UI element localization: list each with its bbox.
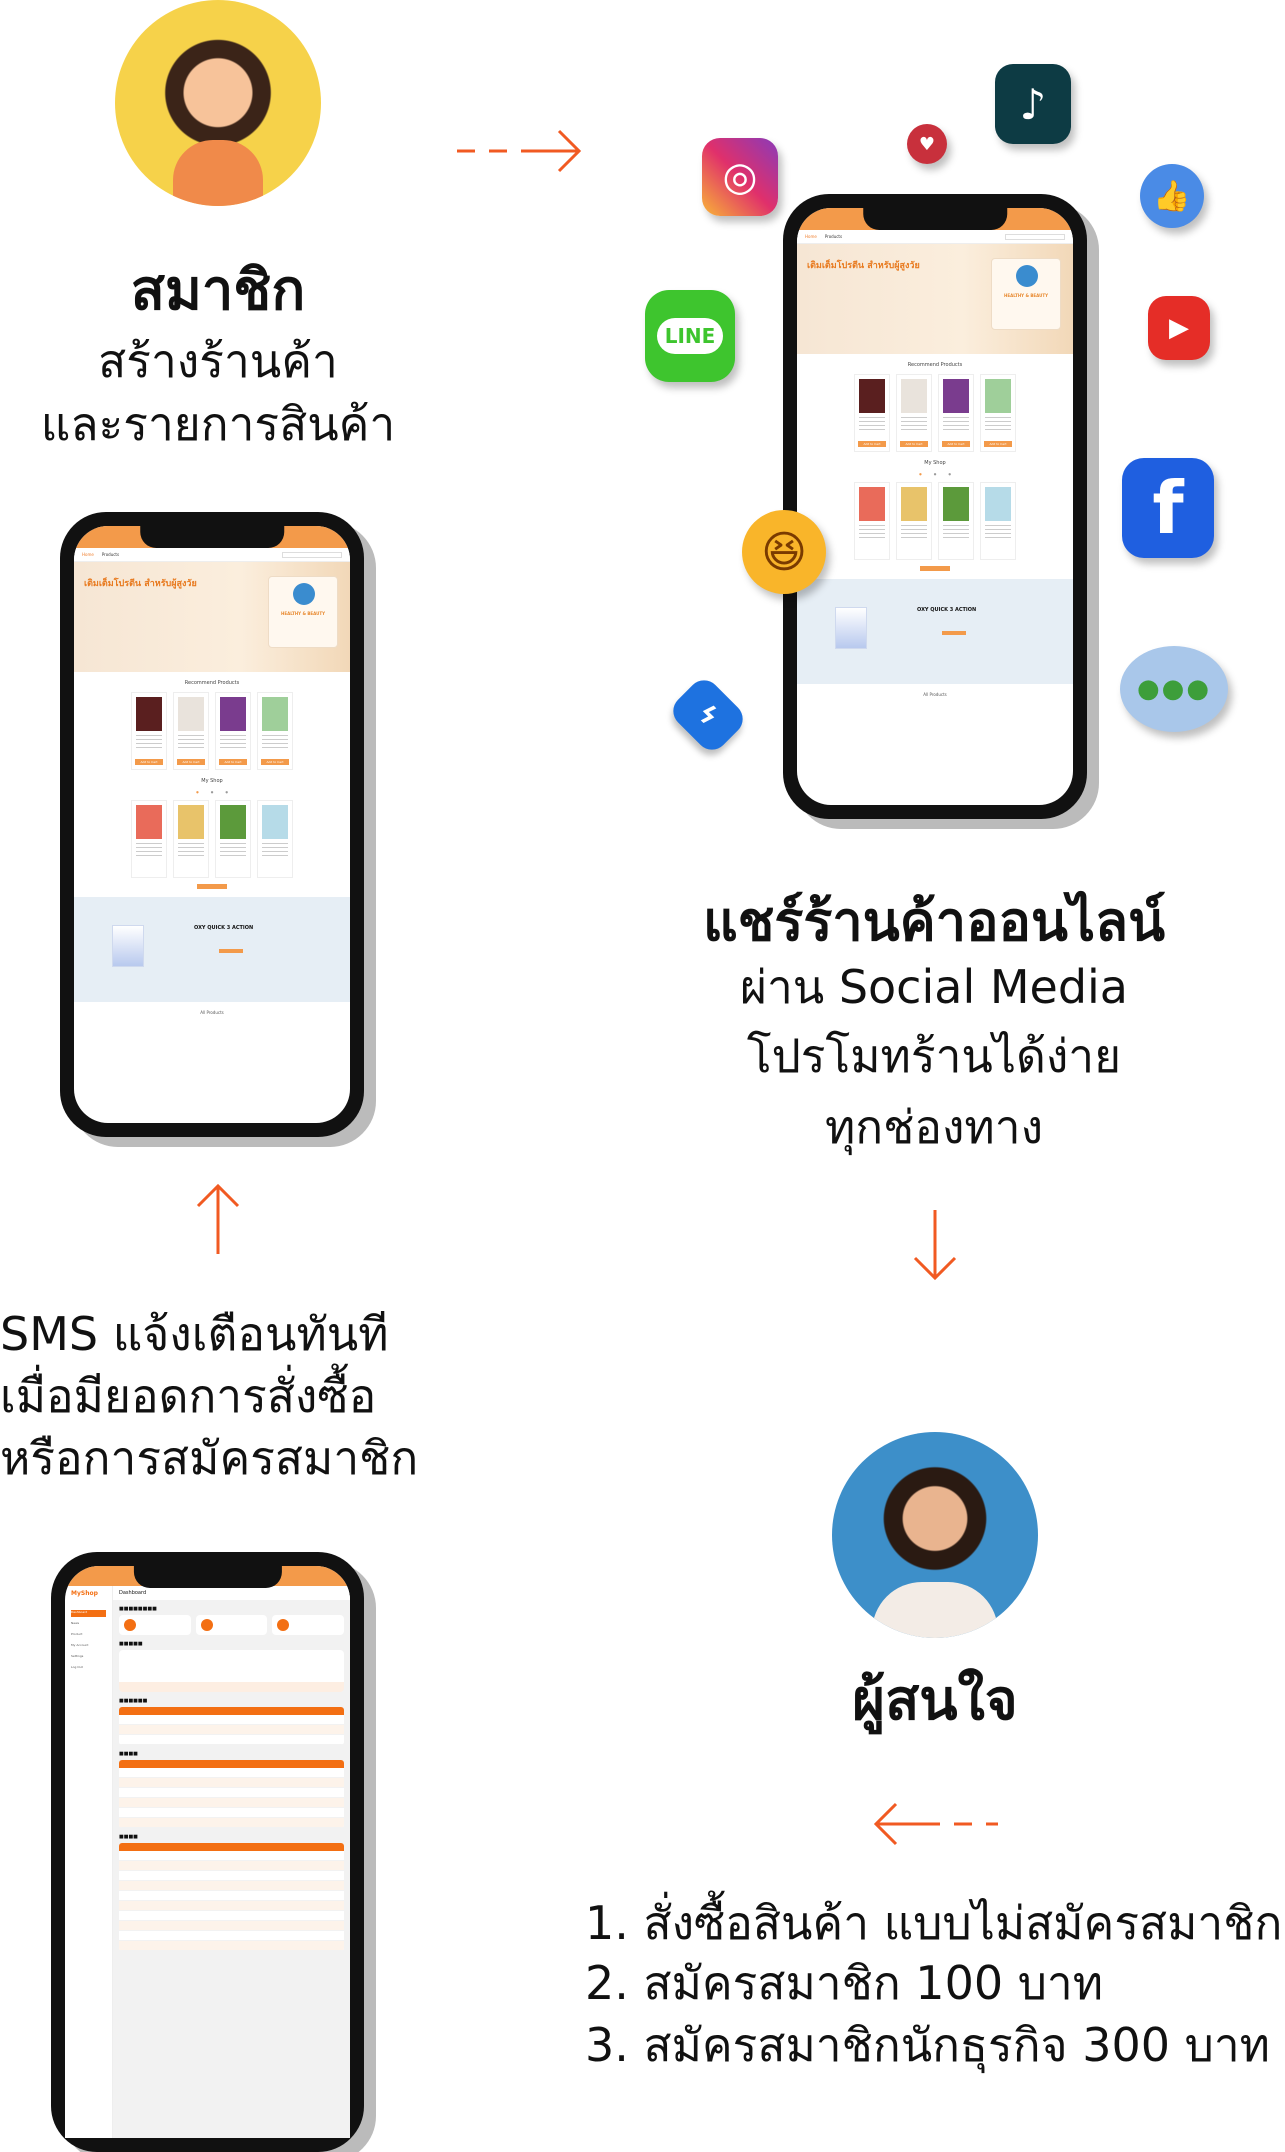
hero-card-title: HEALTHY & BEAUTY	[281, 611, 325, 616]
youtube-icon: ▶	[1148, 296, 1210, 360]
sms-line: หรือการสมัครสมาชิก	[0, 1431, 419, 1485]
add-to-cart-button[interactable]: Add to Cart	[135, 759, 163, 765]
product-card[interactable]: Add to Cart	[215, 692, 251, 770]
laughing-emoji-icon: 😆	[742, 510, 826, 594]
orders-table	[119, 1707, 344, 1745]
myshop-title: My Shop	[924, 460, 946, 466]
add-to-cart-button[interactable]: Add to Cart	[900, 441, 928, 447]
nav-products[interactable]: Products	[824, 234, 843, 239]
promo-banner[interactable]: OXY QUICK 3 ACTION	[797, 579, 1073, 684]
product-card[interactable]: Add to Cart	[938, 374, 974, 452]
store-search-input[interactable]	[1005, 233, 1065, 240]
promo-banner[interactable]: OXY QUICK 3 ACTION	[74, 897, 350, 1002]
storefront-screen[interactable]: Home Products เติมเต็มโปรตีน สำหรับผู้สูง…	[797, 208, 1073, 805]
chat-bubble-icon: ●●●	[1120, 646, 1228, 732]
add-to-cart-button[interactable]: Add to Cart	[858, 441, 886, 447]
option-item: 3. สมัครสมาชิกนักธุรกิจ 300 บาท	[585, 2018, 1270, 2072]
product-card[interactable]: Add to Cart	[173, 692, 209, 770]
like-icon: 👍	[1140, 164, 1204, 228]
hero-banner[interactable]: เติมเต็มโปรตีน สำหรับผู้สูงวัย HEALTHY & …	[797, 244, 1073, 354]
nav-home[interactable]: Home	[805, 234, 817, 239]
all-products-title: All Products	[923, 692, 947, 697]
product-card[interactable]: Add to Cart	[131, 692, 167, 770]
promo-title: OXY QUICK 3 ACTION	[194, 925, 254, 931]
dashboard-phone: MyShop Dashboard News Product My Account…	[51, 1552, 364, 2152]
product-card[interactable]: Add to Cart	[854, 374, 890, 452]
menu-news[interactable]: News	[71, 1621, 80, 1625]
product-card[interactable]	[257, 800, 293, 878]
storefront-phone-left: Home Products เติมเต็มโปรตีน สำหรับผู้สูง…	[60, 512, 364, 1137]
sms-line: SMS แจ้งเตือนทันที	[0, 1307, 389, 1361]
option-item: 2. สมัครสมาชิก 100 บาท	[585, 1956, 1104, 2010]
product-card[interactable]	[980, 482, 1016, 560]
menu-settings[interactable]: Settings	[71, 1654, 84, 1658]
product-card[interactable]	[938, 482, 974, 560]
add-to-cart-button[interactable]: Add to Cart	[177, 759, 205, 765]
all-products-title: All Products	[200, 1010, 224, 1015]
hero-text: เติมเต็มโปรตีน สำหรับผู้สูงวัย	[84, 579, 197, 589]
product-card[interactable]	[896, 482, 932, 560]
line-label: LINE	[656, 318, 724, 354]
product-card[interactable]	[173, 800, 209, 878]
product-card[interactable]: Add to Cart	[980, 374, 1016, 452]
menu-my-account[interactable]: My Account	[71, 1643, 89, 1647]
shop-table	[119, 1760, 344, 1828]
instagram-icon: ◎	[702, 138, 778, 216]
tiktok-icon: ♪	[995, 64, 1071, 144]
view-all-button[interactable]	[920, 566, 950, 571]
add-to-cart-button[interactable]: Add to Cart	[984, 441, 1012, 447]
store-search-input[interactable]	[282, 551, 342, 558]
dashed-arrow-left-icon	[873, 1802, 998, 1846]
arrow-up-icon	[196, 1183, 240, 1254]
heart-icon: ♥	[907, 124, 947, 164]
member-title: สมาชิก	[130, 258, 306, 323]
promo-title: OXY QUICK 3 ACTION	[917, 607, 977, 613]
products-table	[119, 1843, 344, 1951]
member-line: และรายการสินค้า	[40, 397, 396, 451]
nav-home[interactable]: Home	[82, 552, 94, 557]
hero-banner[interactable]: เติมเต็มโปรตีน สำหรับผู้สูงวัย HEALTHY & …	[74, 562, 350, 672]
share-title: แชร์ร้านค้าออนไลน์	[702, 890, 1166, 953]
interested-avatar	[832, 1432, 1038, 1638]
product-card[interactable]: Add to Cart	[257, 692, 293, 770]
share-line: ผ่าน Social Media	[739, 960, 1128, 1014]
dashboard-title: Dashboard	[113, 1586, 350, 1600]
add-to-cart-button[interactable]: Add to Cart	[261, 759, 289, 765]
profile-card	[119, 1650, 344, 1692]
storefront-screen[interactable]: Home Products เติมเต็มโปรตีน สำหรับผู้สูง…	[74, 526, 350, 1123]
product-card[interactable]: Add to Cart	[896, 374, 932, 452]
arrow-down-icon	[913, 1210, 957, 1281]
member-avatar	[115, 0, 321, 206]
messenger-icon: ϟ	[666, 673, 750, 757]
add-to-cart-button[interactable]: Add to Cart	[942, 441, 970, 447]
dashboard-screen[interactable]: MyShop Dashboard News Product My Account…	[65, 1566, 350, 2138]
facebook-icon: f	[1122, 458, 1214, 558]
member-line: สร้างร้านค้า	[98, 334, 338, 388]
hero-text: เติมเต็มโปรตีน สำหรับผู้สูงวัย	[807, 261, 920, 271]
interested-title: ผู้สนใจ	[852, 1668, 1018, 1733]
nav-products[interactable]: Products	[101, 552, 120, 557]
sms-line: เมื่อมียอดการสั่งซื้อ	[0, 1369, 377, 1423]
dashed-arrow-right-icon	[457, 129, 582, 173]
menu-logout[interactable]: Log Out	[71, 1665, 83, 1669]
myshop-title: My Shop	[201, 778, 223, 784]
product-card[interactable]	[854, 482, 890, 560]
product-card[interactable]	[215, 800, 251, 878]
share-line: ทุกช่องทาง	[824, 1100, 1044, 1154]
recommend-title: Recommend Products	[184, 680, 240, 686]
view-all-button[interactable]	[197, 884, 227, 889]
dashboard-brand: MyShop	[71, 1590, 98, 1597]
add-to-cart-button[interactable]: Add to Cart	[219, 759, 247, 765]
menu-dashboard[interactable]: Dashboard	[71, 1610, 106, 1617]
share-line: โปรโมทร้านได้ง่าย	[746, 1029, 1122, 1083]
product-card[interactable]	[131, 800, 167, 878]
recommend-title: Recommend Products	[907, 362, 963, 368]
menu-product[interactable]: Product	[71, 1632, 83, 1636]
storefront-phone-right: Home Products เติมเต็มโปรตีน สำหรับผู้สูง…	[783, 194, 1087, 819]
line-icon: LINE	[645, 290, 735, 382]
hero-card-title: HEALTHY & BEAUTY	[1004, 293, 1048, 298]
option-item: 1. สั่งซื้อสินค้า แบบไม่สมัครสมาชิก	[585, 1896, 1283, 1950]
